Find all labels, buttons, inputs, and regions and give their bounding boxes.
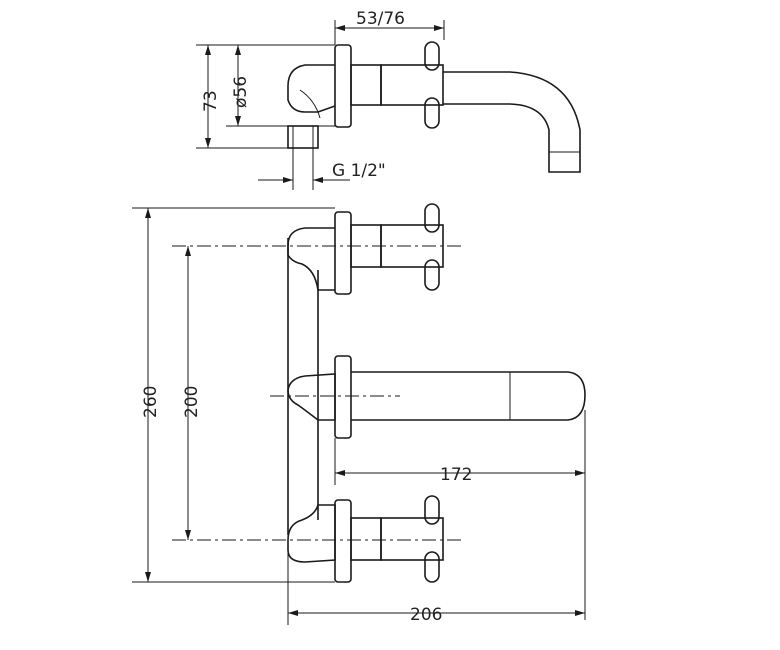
arrowhead <box>434 25 444 31</box>
upper-valve-elbow <box>287 227 335 291</box>
spout-tee <box>287 373 336 421</box>
arrowhead <box>335 25 345 31</box>
dim-flange-height-label: 73 <box>201 90 221 112</box>
arrowhead <box>235 116 241 126</box>
arrowhead <box>205 45 211 55</box>
lower-valve-body <box>350 517 382 561</box>
lower-valve-flange <box>334 499 352 583</box>
dim-top-depth-label: 53/76 <box>356 9 405 29</box>
upper-valve-flange <box>334 211 352 295</box>
side-view-elbow <box>287 64 336 113</box>
arrowhead <box>335 470 345 476</box>
lower-valve-handle-top <box>424 495 440 525</box>
spout-assembly <box>287 355 586 439</box>
arrowhead <box>288 610 298 616</box>
side-view-valve-body <box>350 64 382 106</box>
arrowhead <box>145 572 151 582</box>
lower-valve-hub <box>380 517 444 561</box>
arrowhead <box>185 246 191 256</box>
side-view-handle-lower <box>424 97 440 129</box>
upper-valve-handle-bottom <box>424 259 440 291</box>
dim-overall-width-label: 206 <box>410 605 442 625</box>
dim-thread-label: G 1/2" <box>332 161 386 181</box>
spout-flange <box>334 355 352 439</box>
dim-handle-spacing-label: 200 <box>182 386 202 418</box>
side-view-flange <box>334 44 352 128</box>
spout-body <box>351 371 586 421</box>
arrowhead <box>283 177 293 183</box>
lower-valve-elbow <box>287 504 336 563</box>
arrowhead <box>575 610 585 616</box>
side-view-spout <box>443 71 581 173</box>
upper-valve <box>287 203 444 295</box>
arrowhead <box>313 177 323 183</box>
arrowhead <box>575 470 585 476</box>
dim-overall-height-label: 260 <box>141 386 161 418</box>
arrowhead <box>235 45 241 55</box>
side-view-handle-upper <box>424 41 440 71</box>
upper-valve-handle-top <box>424 203 440 233</box>
lower-valve <box>287 495 444 583</box>
lower-valve-handle-bottom <box>424 551 440 583</box>
front-view: 260 200 172 206 <box>132 203 586 625</box>
arrowhead <box>145 208 151 218</box>
dim-diameter-label: ø56 <box>231 76 251 108</box>
arrowhead <box>205 138 211 148</box>
side-view: 53/76 73 ø56 G 1/2" <box>196 9 581 190</box>
dim-spout-projection-label: 172 <box>440 465 472 485</box>
side-view-elbow-curve <box>299 89 321 119</box>
arrowhead <box>185 530 191 540</box>
side-view-handle-hub <box>380 64 444 106</box>
